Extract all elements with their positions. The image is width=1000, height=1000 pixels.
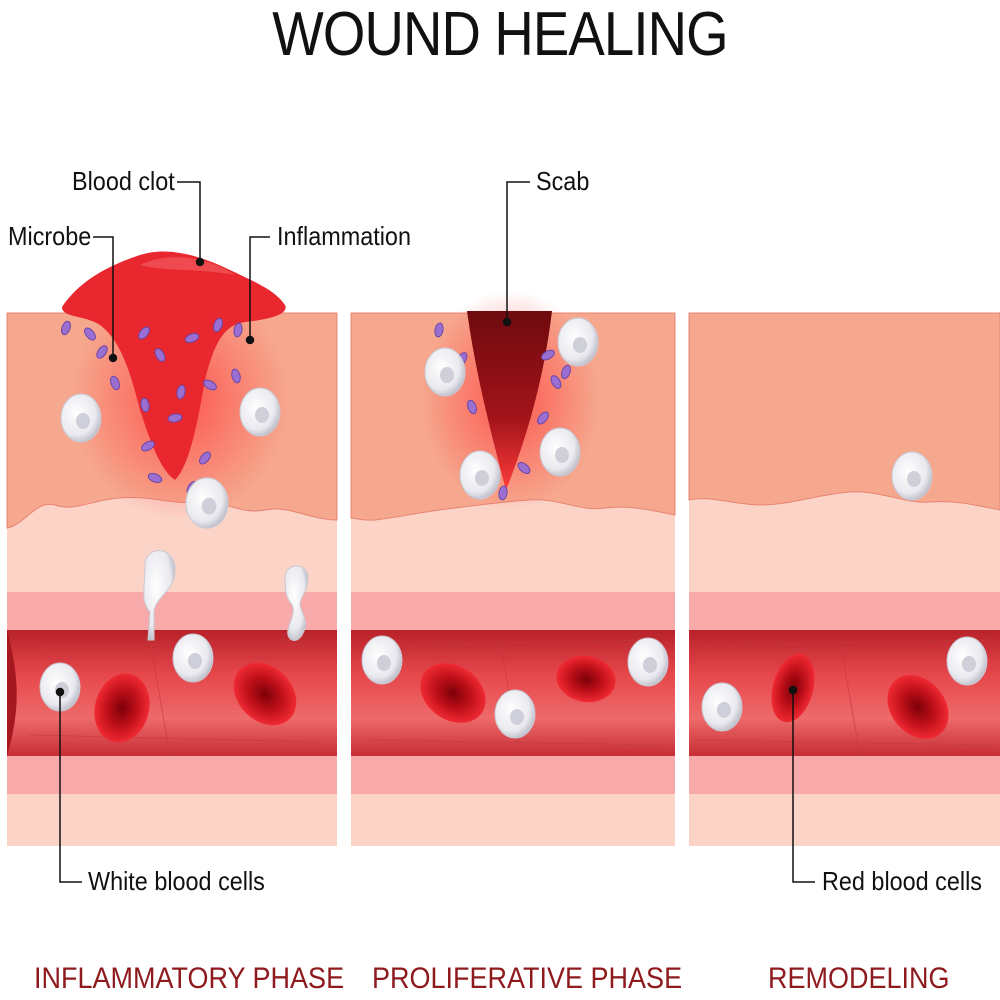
- microbe-label: Microbe: [8, 221, 92, 251]
- inflammation-label: Inflammation: [277, 221, 411, 251]
- panel-proliferative: [350, 290, 676, 846]
- inflammation-leader: [249, 236, 270, 340]
- scab-leader: [506, 181, 530, 322]
- phase-label-proliferative: PROLIFERATIVE PHASE: [372, 962, 683, 995]
- white-blood-cells-leader: [59, 692, 82, 883]
- blood-clot-label: Blood clot: [72, 166, 175, 196]
- microbe-leader: [93, 236, 114, 358]
- panel-inflammatory: [6, 251, 338, 846]
- white-blood-cells-label: White blood cells: [88, 866, 265, 896]
- blood-clot-leader: [177, 181, 201, 262]
- phase-label-remodeling: REMODELING: [768, 962, 950, 995]
- phase-label-inflammatory: INFLAMMATORY PHASE: [34, 962, 345, 995]
- scab-label: Scab: [536, 166, 590, 196]
- leader-lines: [55, 181, 815, 883]
- red-blood-cells-label: Red blood cells: [822, 866, 983, 896]
- red-blood-cells-leader: [792, 690, 815, 883]
- page-title: WOUND HEALING: [272, 0, 728, 69]
- panel-remodeling: [688, 312, 1000, 846]
